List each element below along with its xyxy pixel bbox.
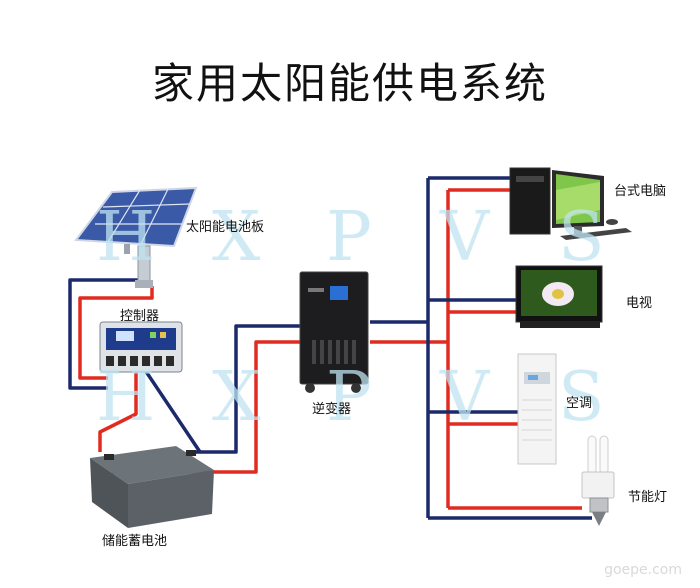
label-inverter: 逆变器 <box>312 402 352 417</box>
television <box>515 265 603 328</box>
watermark-letter: P <box>326 198 372 277</box>
label-desktop: 台式电脑 <box>614 184 667 199</box>
label-ac: 空调 <box>566 396 593 411</box>
air-conditioner <box>517 353 557 465</box>
watermark-letter: H <box>96 198 156 277</box>
label-solar-panel: 太阳能电池板 <box>186 220 265 235</box>
solar-panel <box>74 186 198 288</box>
label-controller: 控制器 <box>120 309 160 324</box>
label-tv: 电视 <box>626 296 653 311</box>
diagram-title: 家用太阳能供电系统 <box>151 59 548 108</box>
wire-panel-controller-negative <box>68 278 145 390</box>
wire-controller-battery-positive <box>98 368 138 452</box>
watermark-letter: X <box>212 358 261 437</box>
label-lamp: 节能灯 <box>628 490 668 505</box>
watermark-letter: X <box>212 198 261 277</box>
desktop-computer <box>509 167 632 240</box>
wire-controller-battery-negative <box>143 369 202 453</box>
watermark-letter: V <box>440 198 490 277</box>
source-watermark: goepe.com <box>604 562 682 578</box>
energy-saving-lamp <box>581 435 615 526</box>
charge-controller <box>99 321 183 373</box>
inverter-unit <box>299 271 369 393</box>
watermark-letter: H <box>96 358 156 437</box>
wire-battery-inverter-negative <box>195 324 302 454</box>
wire-panel-controller-positive <box>78 286 154 380</box>
watermark-letter: S <box>558 198 605 277</box>
label-battery: 储能蓄电池 <box>102 534 168 549</box>
watermark-letter: P <box>326 358 372 437</box>
storage-battery <box>90 446 214 528</box>
watermark-letter: V <box>440 358 490 437</box>
watermark-letter: S <box>558 358 605 437</box>
